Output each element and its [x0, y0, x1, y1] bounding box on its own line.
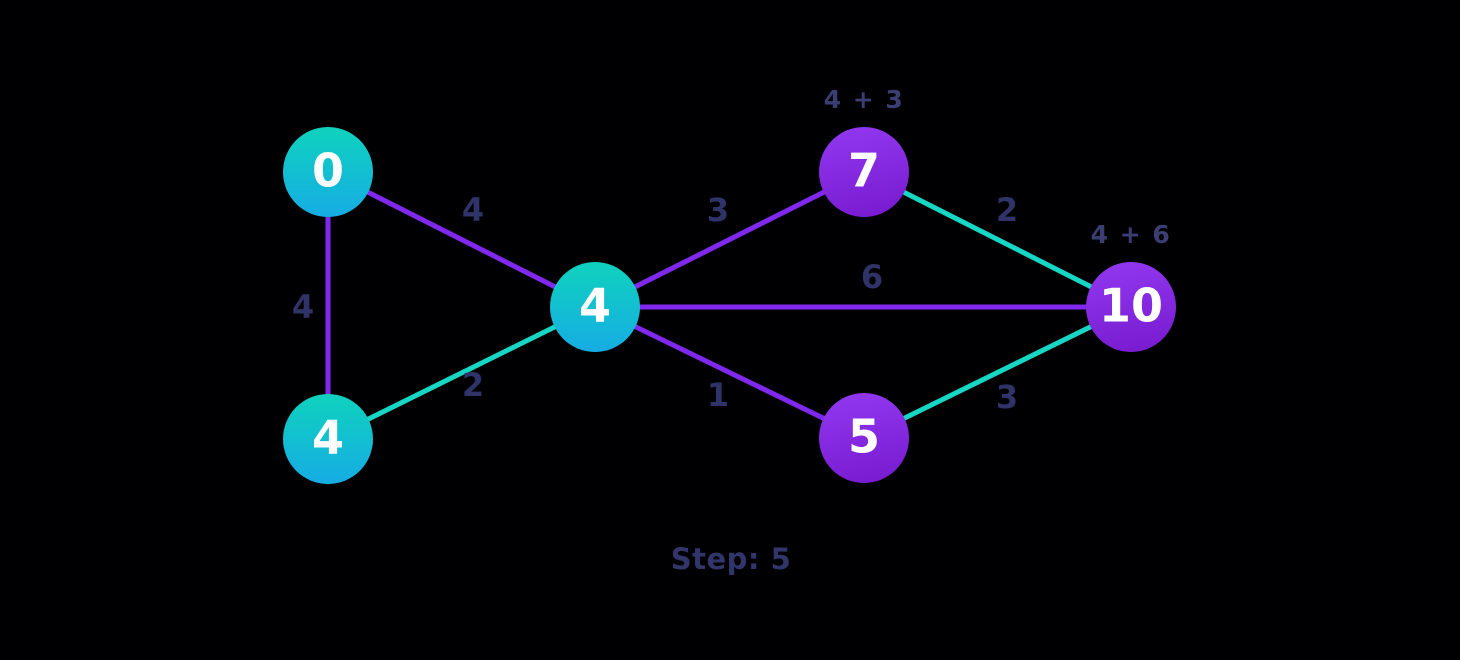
graph-node-n5 — [819, 393, 909, 483]
graph-node-n4c — [550, 262, 640, 352]
edge-weight-label: 2 — [996, 191, 1018, 229]
step-indicator: Step: 5 — [670, 542, 792, 576]
graph-node-n10 — [1086, 262, 1176, 352]
edge-weight-label: 1 — [707, 376, 729, 414]
edge-weight-label: 3 — [707, 191, 729, 229]
edge-weight-label: 2 — [462, 366, 484, 404]
edge-weight-label: 4 — [292, 288, 314, 326]
edge-n7-n10 — [861, 169, 1134, 310]
edge-weight-label: 4 — [462, 191, 484, 229]
edge-n4l-n4c — [325, 304, 598, 442]
edge-weight-label: 6 — [861, 258, 883, 296]
graph-node-n7 — [819, 127, 909, 217]
edge-n5-n10 — [861, 304, 1134, 441]
edge-n4c-n5 — [592, 304, 867, 441]
graph-node-n4l — [283, 394, 373, 484]
edge-n4c-n7 — [592, 169, 867, 310]
relax-annotation: 4 + 6 — [1091, 220, 1172, 249]
edge-n0-n4c — [325, 169, 598, 310]
graph-node-n0 — [283, 127, 373, 217]
edge-weight-label: 3 — [996, 378, 1018, 416]
node-distance-label: 0 — [312, 144, 344, 198]
node-distance-label: 7 — [848, 144, 880, 198]
relax-annotation: 4 + 3 — [824, 85, 905, 114]
node-distance-label: 10 — [1099, 279, 1163, 333]
node-distance-label: 5 — [848, 410, 880, 464]
node-distance-label: 4 — [579, 279, 611, 333]
node-distance-label: 4 — [312, 411, 344, 465]
